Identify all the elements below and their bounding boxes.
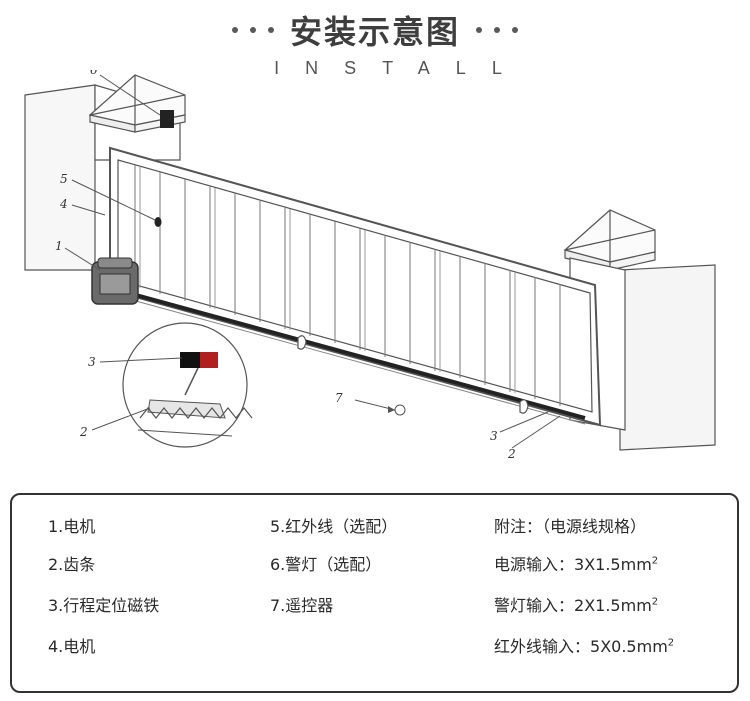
installation-diagram: 6 5 4 1 3 2 7 3 2 (24, 70, 716, 461)
rack (124, 290, 586, 420)
legend-item-4: 4.电机 (48, 637, 96, 656)
spec-infrared-sup: 2 (667, 637, 675, 649)
spec-lamp: 警灯输入：2X1.5mm2 (494, 592, 658, 616)
spec-infrared-label: 红外线输入： (494, 637, 591, 656)
legend-note-title: 附注：（电源线规格） (494, 517, 647, 536)
right-dots (476, 27, 518, 33)
motor (91, 257, 139, 305)
legend-item-3: 3.行程定位磁铁 (48, 596, 160, 615)
infrared-sensor (154, 217, 162, 227)
spec-lamp-sup: 2 (651, 596, 659, 608)
callout-3: 3 (88, 355, 96, 369)
limit-magnets (297, 335, 529, 414)
callout-3b: 3 (490, 429, 498, 443)
spec-infrared: 红外线输入：5X0.5mm2 (494, 633, 674, 657)
spec-power-sup: 2 (651, 555, 659, 567)
spec-power: 电源输入：3X1.5mm2 (494, 551, 658, 575)
callout-1: 1 (55, 239, 63, 253)
spec-infrared-value: 5X0.5mm (590, 637, 668, 656)
legend-item-5: 5.红外线（选配） (270, 517, 398, 536)
legend-panel: 1.电机 2.齿条 3.行程定位磁铁 4.电机 5.红外线（选配） 6.警灯（选… (10, 493, 739, 693)
detail-magnifier (122, 322, 253, 448)
legend-item-1: 1.电机 (48, 517, 96, 536)
legend-item-6: 6.警灯（选配） (270, 555, 382, 574)
spec-power-label: 电源输入： (494, 555, 575, 574)
page-title: 安装示意图 (289, 13, 460, 51)
left-dots (231, 27, 274, 33)
title-row: 安装示意图 (0, 8, 750, 52)
page-subtitle: INSTALL (274, 58, 528, 78)
legend-item-2: 2.齿条 (48, 555, 96, 574)
callout-2b: 2 (507, 447, 516, 461)
spec-lamp-value: 2X1.5mm (574, 596, 652, 615)
legend-item-7: 7.遥控器 (270, 596, 334, 615)
spec-lamp-label: 警灯输入： (494, 596, 575, 615)
header: 安装示意图 INSTALL (0, 0, 750, 90)
remote-control (354, 399, 406, 416)
callout-2: 2 (79, 425, 88, 439)
callout-6: 6 (90, 70, 98, 77)
spec-power-value: 3X1.5mm (574, 555, 652, 574)
callout-4: 4 (59, 197, 68, 211)
callout-5: 5 (60, 172, 68, 186)
warning-lamp (160, 110, 174, 128)
callout-7: 7 (335, 391, 343, 405)
